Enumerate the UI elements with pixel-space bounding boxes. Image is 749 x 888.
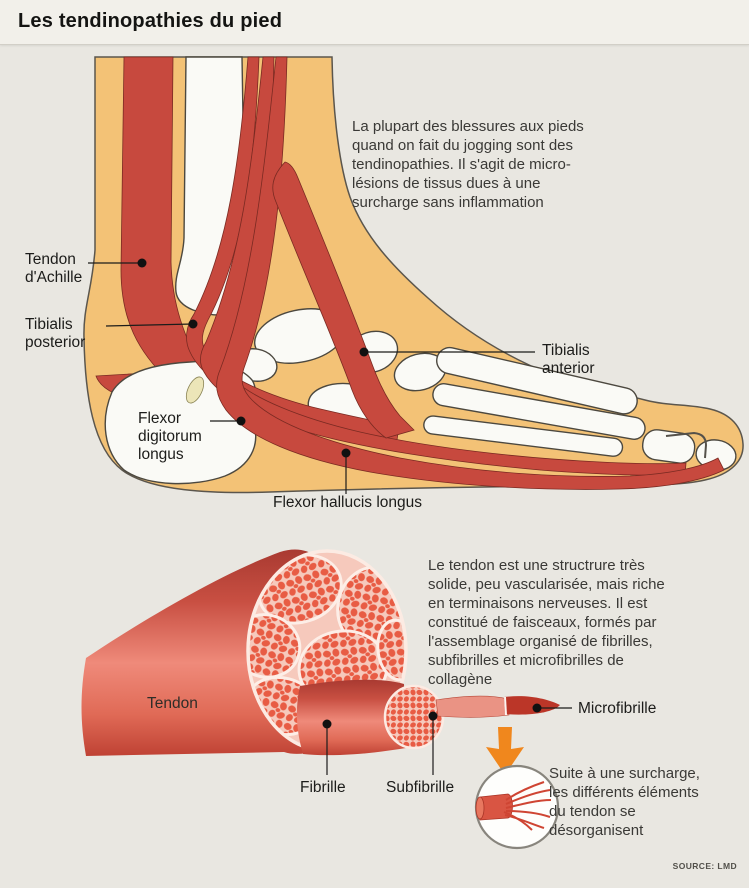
flexor-hallucis-shape xyxy=(216,56,725,490)
tibialis-anterior-leader-dot xyxy=(359,347,369,357)
metatarsal-bone xyxy=(432,383,646,440)
ligament-sliver xyxy=(185,376,205,404)
foot-leader-lines xyxy=(88,258,535,494)
metatarsal-bone xyxy=(436,346,638,415)
metatarsal-bone xyxy=(423,415,624,457)
label-tibialis-posterior: Tibialis posterior xyxy=(25,316,86,351)
label-microfibrille: Microfibrille xyxy=(578,700,657,717)
deep-tendons xyxy=(186,56,725,490)
page-title: Les tendinopathies du pied xyxy=(18,10,283,32)
intro-paragraph: La plupart des blessures aux pieds quand… xyxy=(352,118,584,211)
label-fibrille: Fibrille xyxy=(300,779,346,796)
label-flexor-hallucis: Flexor hallucis longus xyxy=(273,494,423,511)
label-flexor-digitorum: Flexor digitorum longus xyxy=(138,410,202,463)
label-tibialis-anterior: Tibialis anterior xyxy=(542,342,595,377)
tendon-structure-illustration xyxy=(81,549,572,850)
header-bar: Les tendinopathies du pied xyxy=(0,0,749,45)
tibialis-anterior-shape xyxy=(272,161,415,439)
frayed-tendon-icon xyxy=(474,764,560,850)
foot-anatomy-illustration xyxy=(83,56,744,494)
label-achilles-tendon: Tendon d'Achille xyxy=(25,251,83,286)
label-subfibrille: Subfibrille xyxy=(386,779,455,796)
toe-phalanx-bone xyxy=(641,429,696,464)
structure-leader-lines xyxy=(322,703,572,775)
flexor-hallucis-leader-dot xyxy=(341,448,351,458)
source-credit: SOURCE: LMD xyxy=(672,861,737,871)
overload-arrow-icon xyxy=(486,727,524,775)
microfibrille-strand xyxy=(435,695,560,718)
flexor-digitorum-leader-dot xyxy=(236,416,246,426)
achilles-leader-dot xyxy=(137,258,147,268)
fibrille-cylinder xyxy=(296,679,445,756)
overload-note: Suite à une surcharge, les différents él… xyxy=(549,765,700,839)
fibrille-leader-dot xyxy=(322,719,332,729)
label-tendon: Tendon xyxy=(147,695,198,712)
tendon-description: Le tendon est une structrure très solide… xyxy=(428,557,665,688)
subfibrille-cross-section xyxy=(383,684,445,750)
microfibrille-leader-dot xyxy=(532,703,542,713)
subfibrille-leader-dot xyxy=(428,711,438,721)
toenail-line xyxy=(665,431,708,459)
tibialis-posterior-leader-dot xyxy=(188,319,198,329)
tibialis-posterior-leader-line xyxy=(105,323,194,327)
